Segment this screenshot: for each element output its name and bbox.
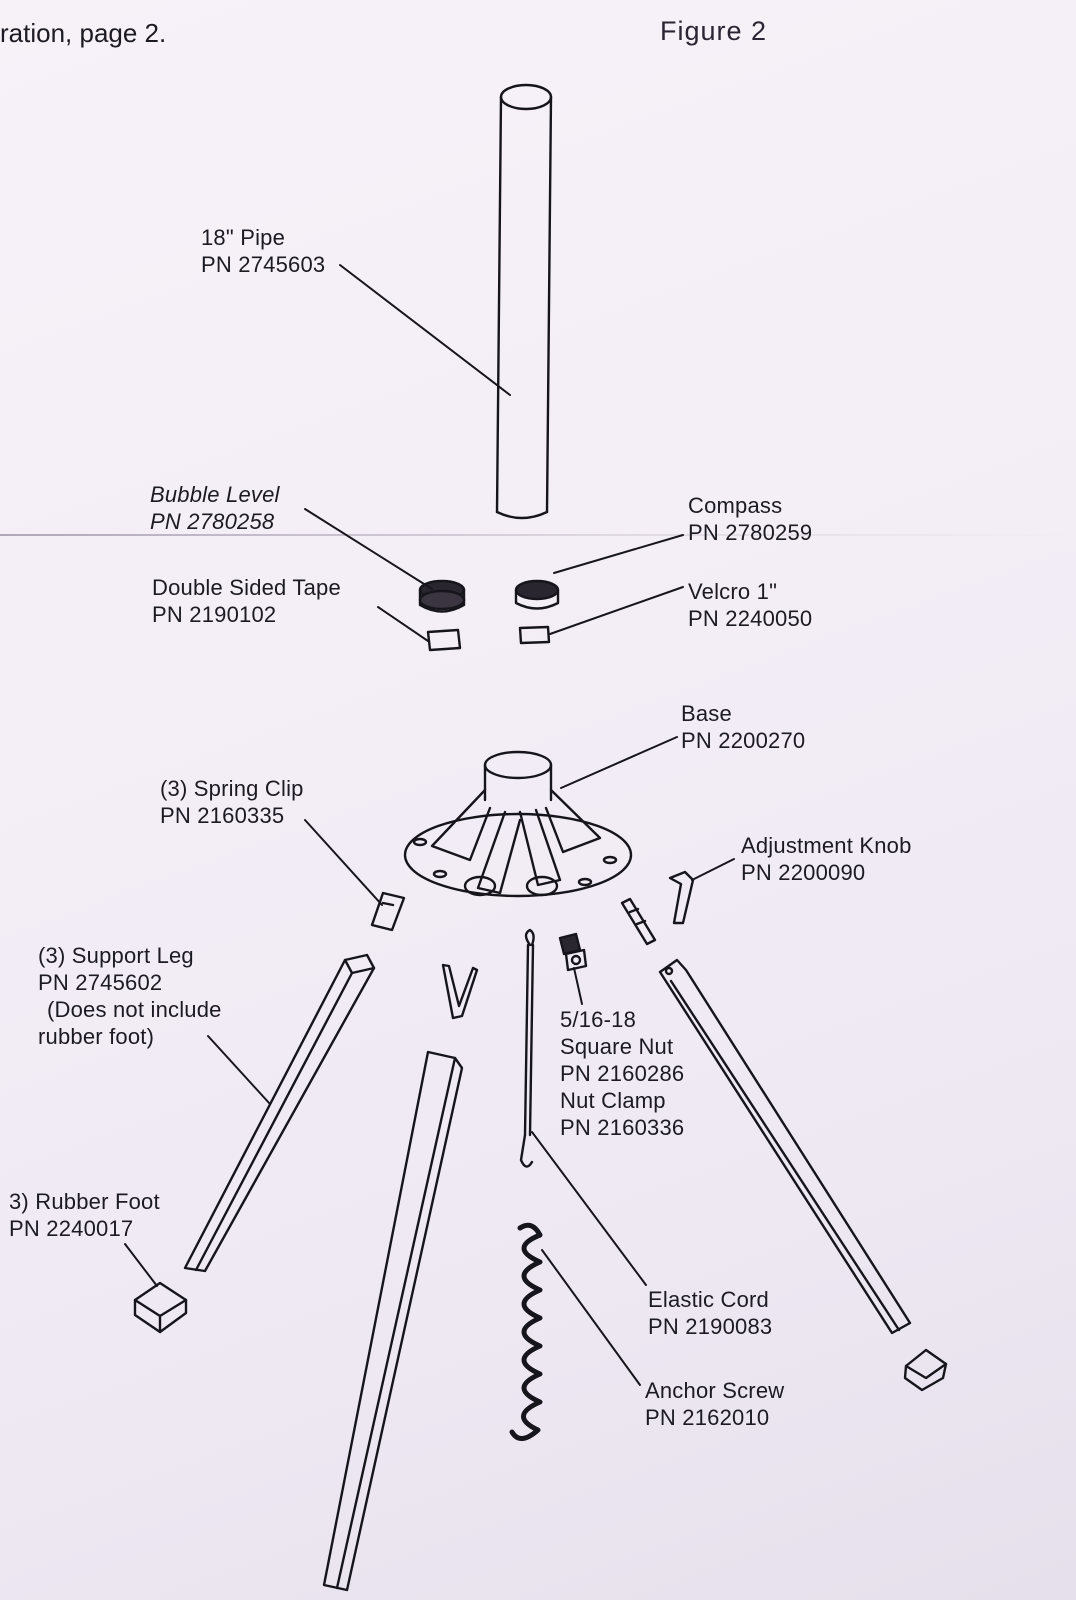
- compass-name: Compass: [688, 493, 783, 518]
- anchor-screw-part: [509, 1222, 543, 1441]
- compass-pn: PN 2780259: [688, 520, 813, 545]
- pipe-label: 18" Pipe PN 2745603: [201, 224, 325, 278]
- support-leg-label: (3) Support Leg PN 2745602 (Does not inc…: [38, 942, 222, 1050]
- adjustment-knob-name: Adjustment Knob: [741, 833, 912, 858]
- square-nut-size: 5/16-18: [560, 1007, 637, 1032]
- leader-adjustment-knob: [691, 858, 735, 881]
- pipe-part: [495, 83, 553, 520]
- support-leg-center: [322, 1050, 464, 1592]
- leader-support-leg: [207, 1035, 271, 1105]
- rubber-foot-right: [903, 1348, 948, 1392]
- velcro-name: Velcro 1": [688, 579, 778, 604]
- square-nut-label: 5/16-18 Square Nut PN 2160286 Nut Clamp …: [560, 1006, 684, 1141]
- elastic-cord-part: [519, 928, 535, 1168]
- rubber-foot-pn: PN 2240017: [9, 1216, 134, 1241]
- leader-tape: [377, 606, 429, 642]
- bubble-level-label: Bubble Level PN 2780258: [150, 481, 280, 535]
- leader-elastic-cord: [531, 1131, 647, 1286]
- bolt-part: [620, 897, 657, 946]
- leader-lines: [124, 264, 735, 1386]
- rubber-foot-label: 3) Rubber Foot PN 2240017: [9, 1188, 160, 1242]
- leader-base: [560, 736, 678, 789]
- base-name: Base: [681, 701, 732, 726]
- compass-label: Compass PN 2780259: [688, 492, 812, 546]
- support-leg-right: [658, 958, 912, 1335]
- anchor-screw-pn: PN 2162010: [645, 1405, 770, 1430]
- velcro-pn: PN 2240050: [688, 606, 813, 631]
- support-leg-left: [183, 953, 376, 1273]
- spring-clip-label: (3) Spring Clip PN 2160335: [160, 775, 304, 829]
- leader-bubble-level: [304, 508, 433, 590]
- square-nut-part: [558, 932, 588, 972]
- tape-pn: PN 2190102: [152, 602, 277, 627]
- anchor-screw-label: Anchor Screw PN 2162010: [645, 1377, 784, 1431]
- pipe-name: 18" Pipe: [201, 225, 286, 250]
- double-sided-tape-part: [426, 628, 462, 652]
- compass-part: [514, 579, 560, 610]
- support-leg-note-2: rubber foot): [38, 1024, 155, 1049]
- adjustment-knob-pn: PN 2200090: [741, 860, 866, 885]
- pipe-pn: PN 2745603: [201, 252, 326, 277]
- base-pn: PN 2200270: [681, 728, 806, 753]
- support-leg-name: (3) Support Leg: [38, 943, 194, 968]
- anchor-screw-name: Anchor Screw: [645, 1378, 785, 1403]
- leader-anchor-screw: [541, 1249, 641, 1386]
- support-leg-pn: PN 2745602: [38, 970, 163, 995]
- elastic-cord-label: Elastic Cord PN 2190083: [648, 1286, 772, 1340]
- elastic-cord-name: Elastic Cord: [648, 1287, 769, 1312]
- leader-pipe: [339, 264, 511, 396]
- figure-title: Figure 2: [660, 16, 768, 46]
- velcro-label: Velcro 1" PN 2240050: [688, 578, 812, 632]
- spring-clip-part: [370, 891, 406, 932]
- adjustment-knob-part: [668, 870, 695, 925]
- leader-spring-clip: [304, 819, 383, 906]
- leader-square-nut: [573, 967, 583, 1005]
- tape-label: Double Sided Tape PN 2190102: [152, 574, 341, 628]
- bubble-level-name: Bubble Level: [150, 482, 280, 507]
- adjustment-knob-label: Adjustment Knob PN 2200090: [741, 832, 912, 886]
- tape-name: Double Sided Tape: [152, 575, 341, 600]
- leader-rubber-foot: [124, 1243, 158, 1287]
- rubber-foot-name: 3) Rubber Foot: [9, 1189, 160, 1214]
- leader-velcro: [549, 586, 684, 635]
- v-clip-part: [441, 963, 479, 1020]
- square-nut-name: Square Nut: [560, 1034, 674, 1059]
- page-header-fragment: ration, page 2.: [0, 18, 167, 48]
- square-nut-pn: PN 2160286: [560, 1061, 685, 1086]
- base-label: Base PN 2200270: [681, 700, 805, 754]
- paper-fold-line: [0, 534, 1076, 536]
- bubble-level-part: [418, 579, 466, 613]
- velcro-part: [518, 625, 551, 645]
- leader-compass: [553, 534, 684, 574]
- spring-clip-name: (3) Spring Clip: [160, 776, 304, 801]
- bubble-level-pn: PN 2780258: [150, 509, 275, 534]
- spring-clip-pn: PN 2160335: [160, 803, 285, 828]
- nut-clamp-name: Nut Clamp: [560, 1088, 666, 1113]
- elastic-cord-pn: PN 2190083: [648, 1314, 773, 1339]
- base-part: [403, 750, 633, 898]
- rubber-foot-left: [133, 1281, 188, 1334]
- nut-clamp-pn: PN 2160336: [560, 1115, 685, 1140]
- support-leg-note: (Does not include: [47, 997, 222, 1022]
